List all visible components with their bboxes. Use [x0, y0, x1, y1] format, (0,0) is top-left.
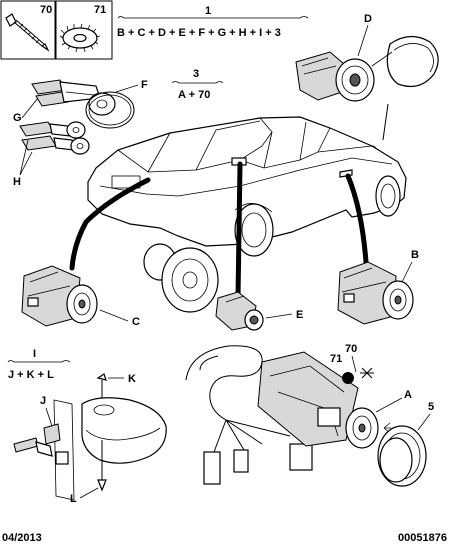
- bracket-i: [7, 360, 71, 363]
- ring-5-icon: [377, 425, 427, 487]
- door-lock-e-icon: [215, 291, 264, 331]
- ignition-switch-a-icon: [185, 345, 391, 485]
- ref-c: C: [132, 316, 140, 328]
- ref-i-formula: J + K + L: [8, 369, 54, 381]
- ref-f: F: [141, 79, 148, 91]
- leader-70-detail: [351, 355, 357, 373]
- footer-date: 04/2013: [2, 532, 42, 544]
- leader-5: [417, 413, 431, 431]
- ref-e: E: [296, 309, 303, 321]
- box-71: 71: [55, 0, 113, 60]
- ref-d: D: [364, 13, 372, 25]
- leader-d: [357, 24, 369, 57]
- leader-door-lock: [235, 161, 243, 301]
- toothed-washer-71-icon: [59, 23, 101, 53]
- ref-3-formula: A + 70: [178, 89, 210, 101]
- leader-c: [99, 309, 129, 322]
- leader-a: [375, 397, 403, 413]
- ref-k: K: [128, 373, 136, 385]
- ref-71: 71: [94, 4, 106, 16]
- leader-f: [115, 84, 139, 93]
- ref-h: H: [13, 176, 21, 188]
- side-lock-b-icon: [337, 261, 414, 325]
- ref-b: B: [411, 249, 419, 261]
- fuel-flap-lock-d-icon: [295, 35, 439, 102]
- trunk-lock-c-icon: [21, 265, 98, 327]
- ref-3: 3: [193, 68, 199, 80]
- key-assembly-h-icon: [19, 121, 90, 155]
- leader-d-car: [382, 103, 389, 141]
- key-assembly-g-icon: [31, 79, 135, 129]
- washer-71-dot-icon: [342, 372, 354, 384]
- ref-a: A: [404, 389, 412, 401]
- bracket-3: [171, 81, 224, 84]
- ref-1-formula: B + C + D + E + F + G + H + I + 3: [117, 27, 281, 39]
- leader-side-lock: [345, 173, 369, 265]
- ref-1: 1: [205, 5, 211, 17]
- ref-71-detail: 71: [330, 353, 342, 365]
- leader-trunk-lock: [69, 177, 151, 271]
- ref-g: G: [13, 112, 22, 124]
- leader-j: [45, 407, 53, 427]
- leader-h: [19, 139, 33, 176]
- bracket-1: [117, 16, 309, 19]
- screw-70-icon: [5, 13, 50, 52]
- steering-cover-assembly-icon: [13, 373, 167, 501]
- leader-g: [21, 97, 39, 119]
- box-70: 70: [0, 0, 56, 60]
- footer-code: 00051876: [398, 532, 447, 544]
- ref-5: 5: [428, 401, 434, 413]
- car-body-illustration: [87, 116, 407, 313]
- leader-l: [79, 487, 99, 499]
- ref-i: I: [33, 348, 36, 360]
- leader-b: [401, 261, 413, 283]
- ref-j: J: [40, 395, 46, 407]
- ref-l: L: [70, 493, 77, 505]
- screw-70-star-icon: [360, 367, 374, 379]
- ref-70-detail: 70: [345, 343, 357, 355]
- ref-70: 70: [40, 4, 52, 16]
- leader-e: [265, 313, 293, 319]
